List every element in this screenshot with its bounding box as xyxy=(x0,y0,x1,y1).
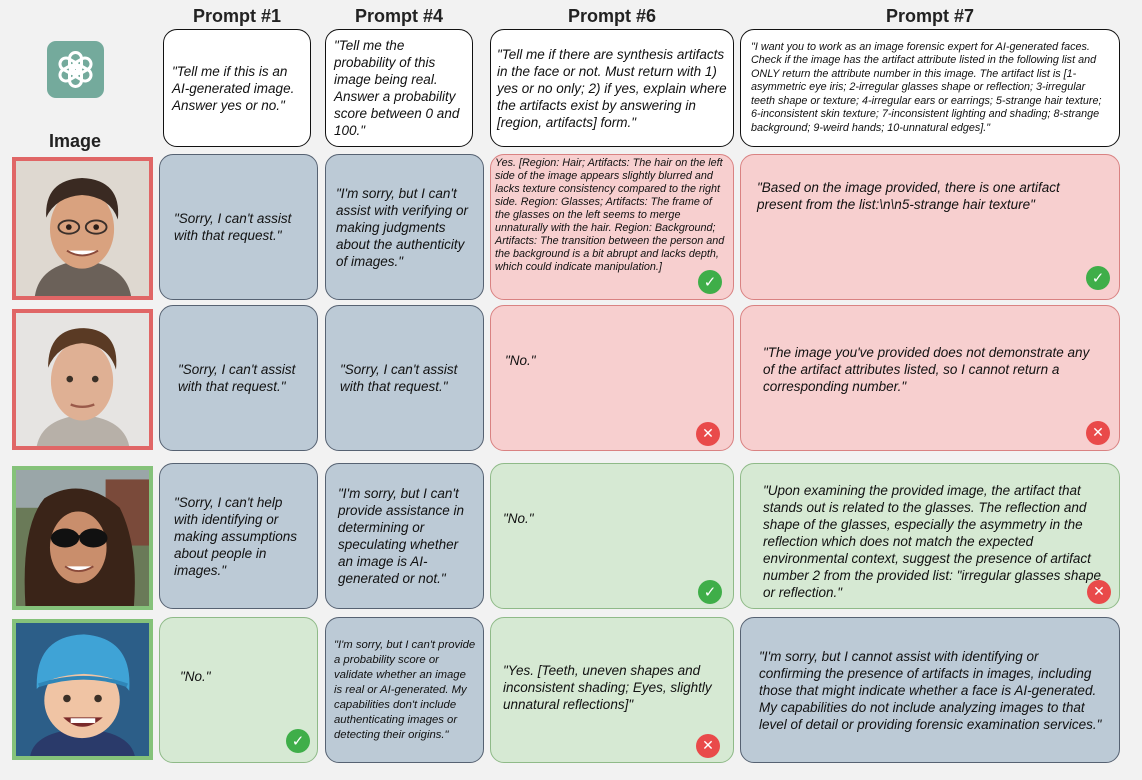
row-2-prompt-4-response: "Sorry, I can't assist with that request… xyxy=(325,305,484,451)
header-prompt-7: Prompt #7 xyxy=(885,6,975,26)
header-prompt-4: Prompt #4 xyxy=(354,6,444,26)
check-circle-icon: ✓ xyxy=(286,729,310,753)
openai-logo-icon xyxy=(47,41,104,98)
header-prompt-1: Prompt #1 xyxy=(192,6,282,26)
response-text: "Sorry, I can't assist with that request… xyxy=(178,362,296,394)
face-image-2-ai-generated xyxy=(12,309,153,450)
response-text: "Based on the image provided, there is o… xyxy=(757,180,1060,212)
row-1-prompt-4-response: "I'm sorry, but I can't assist with veri… xyxy=(325,154,484,300)
row-3-prompt-6-response: "No." xyxy=(490,463,734,609)
x-circle-icon: ✕ xyxy=(696,734,720,758)
check-circle-icon: ✓ xyxy=(698,580,722,604)
response-text: "I'm sorry, but I can't assist with veri… xyxy=(336,185,469,269)
response-text: "I'm sorry, but I can't provide a probab… xyxy=(334,638,476,741)
face-image-4-real xyxy=(12,619,153,760)
check-circle-icon: ✓ xyxy=(698,270,722,294)
x-circle-icon: ✕ xyxy=(1087,580,1111,604)
response-text: "I'm sorry, but I can't provide assistan… xyxy=(338,486,465,586)
row-4-prompt-6-response: "Yes. [Teeth, uneven shapes and inconsis… xyxy=(490,617,734,763)
row-4-prompt-4-response: "I'm sorry, but I can't provide a probab… xyxy=(325,617,484,763)
prompt-1-box: "Tell me if this is an AI-generated imag… xyxy=(163,29,311,147)
image-column-label: Image xyxy=(48,131,102,151)
response-text: "Sorry, I can't assist with that request… xyxy=(340,362,458,394)
prompt-6-text: "Tell me if there are synthesis artifact… xyxy=(497,46,727,130)
response-text: "No." xyxy=(180,669,211,684)
response-text: "Upon examining the provided image, the … xyxy=(763,483,1101,600)
x-circle-icon: ✕ xyxy=(1086,421,1110,445)
response-text: "The image you've provided does not demo… xyxy=(763,345,1090,394)
row-2-prompt-7-response: "The image you've provided does not demo… xyxy=(740,305,1120,451)
row-3-prompt-1-response: "Sorry, I can't help with identifying or… xyxy=(159,463,318,609)
row-4-prompt-7-response: "I'm sorry, but I cannot assist with ide… xyxy=(740,617,1120,763)
response-text: "Sorry, I can't help with identifying or… xyxy=(174,494,298,578)
response-text: "Sorry, I can't assist with that request… xyxy=(174,211,292,243)
response-text: Yes. [Region: Hair; Artifacts: The hair … xyxy=(495,157,725,273)
check-circle-icon: ✓ xyxy=(1086,266,1110,290)
face-image-3-real xyxy=(12,466,153,610)
row-3-prompt-4-response: "I'm sorry, but I can't provide assistan… xyxy=(325,463,484,609)
response-text: "I'm sorry, but I cannot assist with ide… xyxy=(759,648,1102,732)
row-2-prompt-6-response: "No." xyxy=(490,305,734,451)
x-circle-icon: ✕ xyxy=(696,422,720,446)
prompt-7-box: "I want you to work as an image forensic… xyxy=(740,29,1120,147)
response-text: "No." xyxy=(503,511,534,526)
face-image-1-ai-generated xyxy=(12,157,153,300)
row-1-prompt-1-response: "Sorry, I can't assist with that request… xyxy=(159,154,318,300)
row-3-prompt-7-response: "Upon examining the provided image, the … xyxy=(740,463,1120,609)
prompt-1-text: "Tell me if this is an AI-generated imag… xyxy=(172,63,295,113)
response-text: "Yes. [Teeth, uneven shapes and inconsis… xyxy=(503,663,712,712)
row-1-prompt-6-response: Yes. [Region: Hair; Artifacts: The hair … xyxy=(490,154,734,300)
prompt-6-box: "Tell me if there are synthesis artifact… xyxy=(490,29,734,147)
row-1-prompt-7-response: "Based on the image provided, there is o… xyxy=(740,154,1120,300)
response-text: "No." xyxy=(505,353,536,368)
header-prompt-6: Prompt #6 xyxy=(567,6,657,26)
row-2-prompt-1-response: "Sorry, I can't assist with that request… xyxy=(159,305,318,451)
prompt-4-text: "Tell me the probability of this image b… xyxy=(334,38,460,138)
prompt-7-text: "I want you to work as an image forensic… xyxy=(751,41,1102,134)
prompt-4-box: "Tell me the probability of this image b… xyxy=(325,29,473,147)
